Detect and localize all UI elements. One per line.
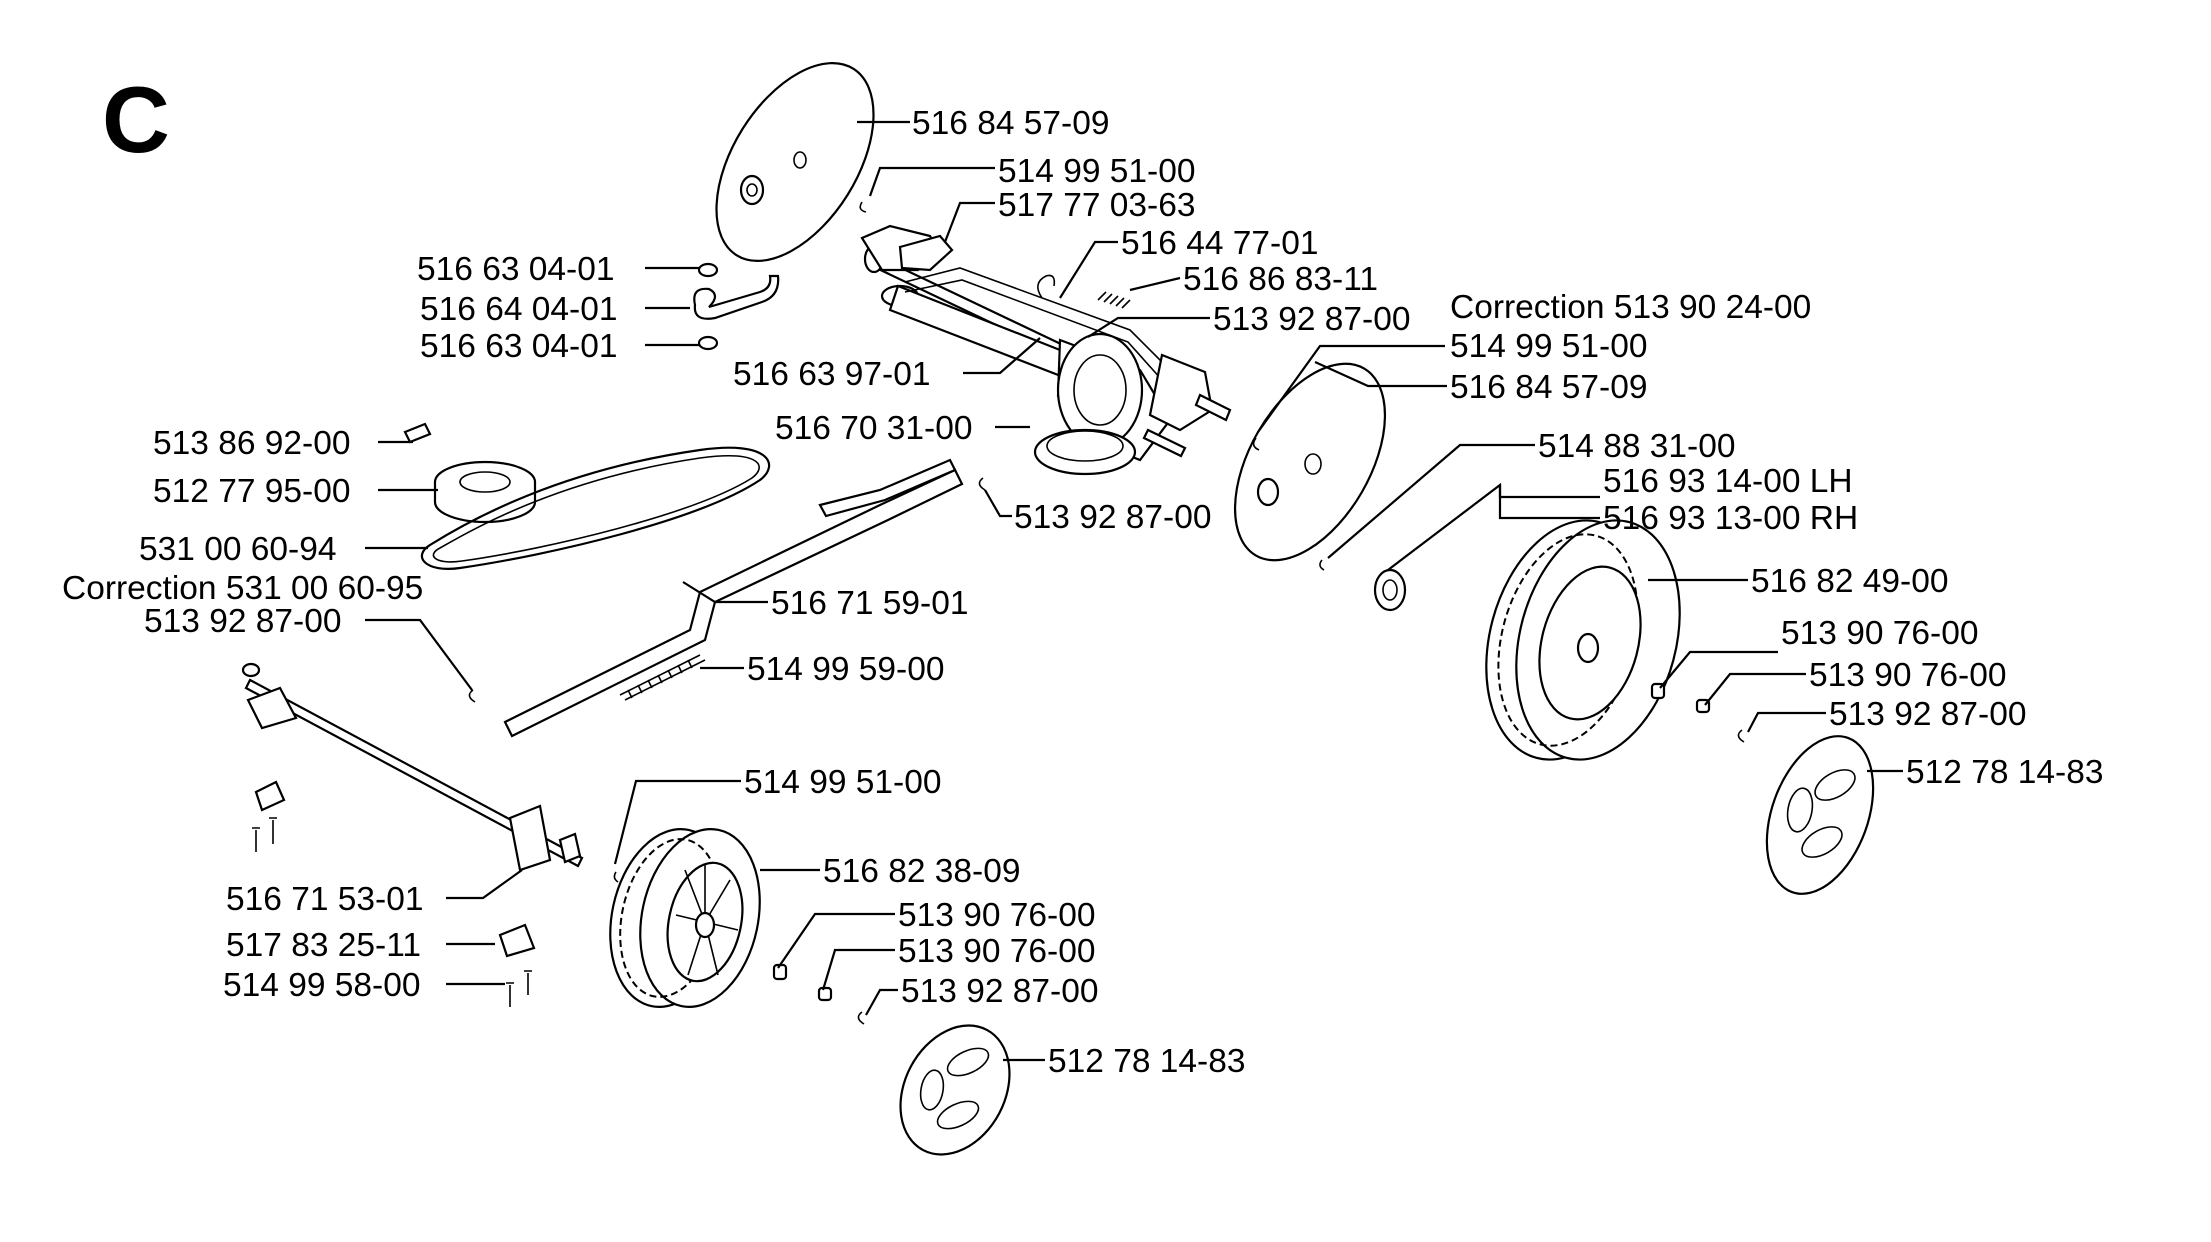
label-correction-belt: Correction 531 00 60-95 [62,570,423,607]
pulley-and-belt [403,422,771,570]
label-wheel-lh: 516 93 14-00 LH [1603,463,1853,500]
front-wheel [609,828,761,1008]
label-hub-cap-rear: 512 78 14-83 [1906,754,2103,791]
label-washer-top: 516 63 04-01 [417,251,614,288]
hub-cap-rear [1765,735,1875,895]
side-cover-plate [1233,362,1387,562]
hairpin-clip-right [1252,437,1260,451]
label-hairpin-clip-top: 514 99 51-00 [998,153,1195,190]
label-latch: 516 64 04-01 [420,291,617,328]
bushing-and-nut-front [772,963,865,1025]
section-letter: C [102,67,170,172]
label-clip-rear: 513 92 87-00 [1829,696,2026,733]
label-wheel-rh: 516 93 13-00 RH [1603,500,1858,537]
top-cover-plate [715,61,875,263]
label-hairpin-clip-right: 514 99 51-00 [1450,328,1647,365]
label-washer-bottom: 516 63 04-01 [420,328,617,365]
label-large-rear-wheel: 516 82 49-00 [1751,563,1948,600]
lever-latch-assembly [693,262,780,351]
label-tension-spring: 514 99 59-00 [747,651,944,688]
bracket-and-screws-lower [498,923,536,1007]
tension-spring [619,654,706,701]
label-nut-front: 513 90 76-00 [898,933,1095,970]
large-rear-wheel [1485,519,1681,761]
label-gearbox: 516 63 97-01 [733,356,930,393]
label-clip-gearbox-top: 513 92 87-00 [1213,301,1410,338]
rear-axle-assembly [241,662,584,872]
bushing-and-nut-rear [1650,682,1745,743]
label-drive-rod: 516 71 59-01 [771,585,968,622]
label-bracket-lower: 517 83 25-11 [226,927,421,964]
label-clip-front: 513 92 87-00 [901,973,1098,1010]
label-gear-pulley: 516 70 31-00 [775,410,972,447]
hairpin-clip-top [859,201,867,213]
label-nut-rear: 513 90 76-00 [1809,657,2006,694]
label-bushing-rear: 513 90 76-00 [1781,615,1978,652]
pin-right [1319,559,1325,571]
pin-clip-left [468,689,476,703]
label-bushing-front: 513 90 76-00 [898,897,1095,934]
label-correction-gearbox-clip: Correction 513 90 24-00 [1450,289,1811,326]
label-pin-clip-left: 513 92 87-00 [144,603,341,640]
bracket-and-screws-left [252,780,286,852]
label-rear-axle: 516 71 53-01 [226,881,423,918]
leader-lines [365,120,1903,1062]
label-clip-drive-rod: 513 92 87-00 [1014,499,1211,536]
part-number-labels: 516 84 57-09 514 99 51-00 517 77 03-63 5… [62,105,2103,1080]
pinion-gear [1373,568,1407,612]
label-spring: 516 86 83-11 [1183,261,1378,298]
label-pulley: 512 77 95-00 [153,473,350,510]
label-top-cover-plate: 516 84 57-09 [912,105,1109,142]
label-belt: 531 00 60-94 [139,531,336,568]
label-hub-cap-front: 512 78 14-83 [1048,1043,1245,1080]
label-key: 513 86 92-00 [153,425,350,462]
label-screws: 514 99 58-00 [223,967,420,1004]
label-spring-clip: 516 44 77-01 [1121,225,1318,262]
label-front-wheel: 516 82 38-09 [823,853,1020,890]
clip-gearbox [978,477,986,491]
label-pinion-gear: 514 88 31-00 [1538,428,1735,465]
label-pin-front: 514 99 51-00 [744,764,941,801]
hub-cap-front [899,1024,1011,1156]
drive-lever-rod [503,458,964,738]
label-side-cover-plate: 516 84 57-09 [1450,369,1647,406]
label-bracket: 517 77 03-63 [998,187,1195,224]
pin-front-wheel [613,871,619,883]
